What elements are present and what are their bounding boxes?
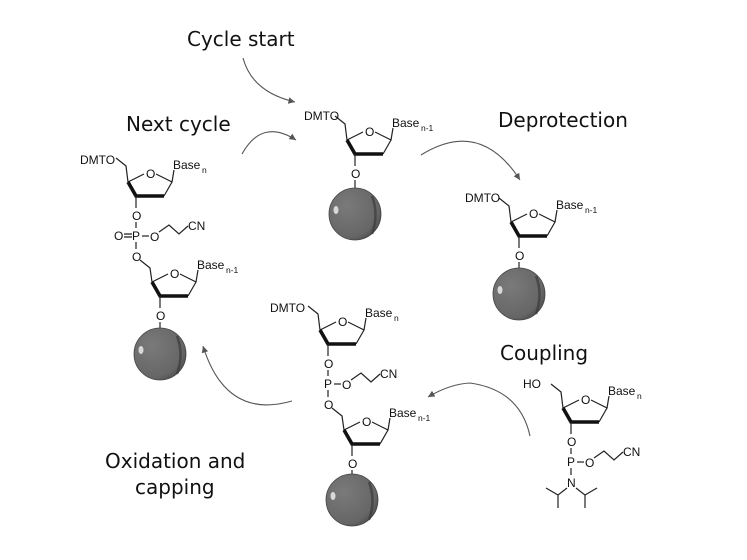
- svg-text:n-1: n-1: [418, 413, 431, 423]
- svg-text:n: n: [394, 313, 399, 323]
- svg-text:Base: Base: [556, 198, 584, 212]
- svg-text:O: O: [146, 167, 155, 181]
- svg-text:n-1: n-1: [421, 123, 434, 133]
- svg-text:O: O: [581, 393, 590, 407]
- svg-text:CN: CN: [623, 445, 640, 459]
- svg-text:N: N: [567, 476, 576, 490]
- molecule-phosphoramidite: O HO Base n O P O CN N: [523, 377, 642, 508]
- label-cycle-start: Cycle start: [187, 27, 295, 51]
- svg-text:n-1: n-1: [585, 205, 598, 215]
- arrow-next-cycle: [241, 131, 297, 155]
- svg-text:O: O: [362, 415, 371, 429]
- label-coupling: Coupling: [500, 341, 588, 365]
- solid-support-bead: [491, 266, 547, 322]
- arrow-deprotection: [420, 140, 521, 181]
- svg-text:O: O: [132, 250, 141, 264]
- svg-text:O: O: [114, 229, 123, 243]
- svg-text:n: n: [202, 165, 207, 175]
- svg-text:O: O: [515, 249, 524, 263]
- svg-text:CN: CN: [188, 219, 205, 233]
- arrow-cycle-start: [242, 57, 296, 104]
- svg-text:Base: Base: [389, 406, 417, 420]
- molecule-start: O DMTO Base n-1 O: [304, 109, 434, 242]
- solid-support-bead: [327, 186, 383, 242]
- arrow-coupling: [427, 382, 531, 437]
- svg-text:Base: Base: [392, 116, 420, 130]
- svg-text:O: O: [585, 456, 594, 470]
- svg-text:O: O: [156, 309, 165, 323]
- svg-text:O: O: [132, 209, 141, 223]
- arrow-oxidation: [201, 345, 293, 406]
- svg-text:Base: Base: [197, 258, 225, 272]
- svg-text:O: O: [342, 378, 351, 392]
- label-deprotection: Deprotection: [498, 108, 628, 132]
- molecule-phosphite-dimer: O DMTO Base n O P O CN O O Base n-1 O: [270, 301, 431, 528]
- ho-label: HO: [523, 377, 541, 391]
- svg-text:O: O: [338, 315, 347, 329]
- svg-text:O: O: [529, 207, 538, 221]
- label-oxidation-line2: capping: [135, 475, 215, 499]
- dmto-label: DMTO: [465, 191, 500, 205]
- svg-text:O: O: [351, 167, 360, 181]
- dmto-label: DMTO: [80, 153, 115, 167]
- svg-text:Base: Base: [608, 384, 636, 398]
- svg-text:CN: CN: [380, 367, 397, 381]
- dmto-label: DMTO: [304, 109, 339, 123]
- svg-text:O: O: [170, 267, 179, 281]
- label-next-cycle: Next cycle: [126, 112, 231, 136]
- svg-text:O: O: [365, 125, 374, 139]
- dmto-label: DMTO: [270, 301, 305, 315]
- molecule-phosphate-dimer: O DMTO Base n O P O O CN O O Base n-1 O: [80, 153, 239, 382]
- svg-text:Base: Base: [173, 158, 201, 172]
- svg-text:O: O: [150, 230, 159, 244]
- svg-text:O: O: [324, 357, 333, 371]
- svg-text:n-1: n-1: [226, 265, 239, 275]
- solid-support-bead: [324, 472, 380, 528]
- svg-text:P: P: [567, 455, 575, 469]
- solid-support-bead: [132, 326, 188, 382]
- label-oxidation-line1: Oxidation and: [105, 449, 245, 473]
- svg-text:O: O: [348, 457, 357, 471]
- svg-text:O: O: [324, 398, 333, 412]
- svg-text:P: P: [132, 229, 140, 243]
- svg-text:n: n: [637, 391, 642, 401]
- svg-text:O: O: [567, 435, 576, 449]
- molecule-deprotected: O DMTO Base n-1 O: [465, 191, 598, 322]
- svg-text:P: P: [324, 377, 332, 391]
- svg-text:Base: Base: [365, 306, 393, 320]
